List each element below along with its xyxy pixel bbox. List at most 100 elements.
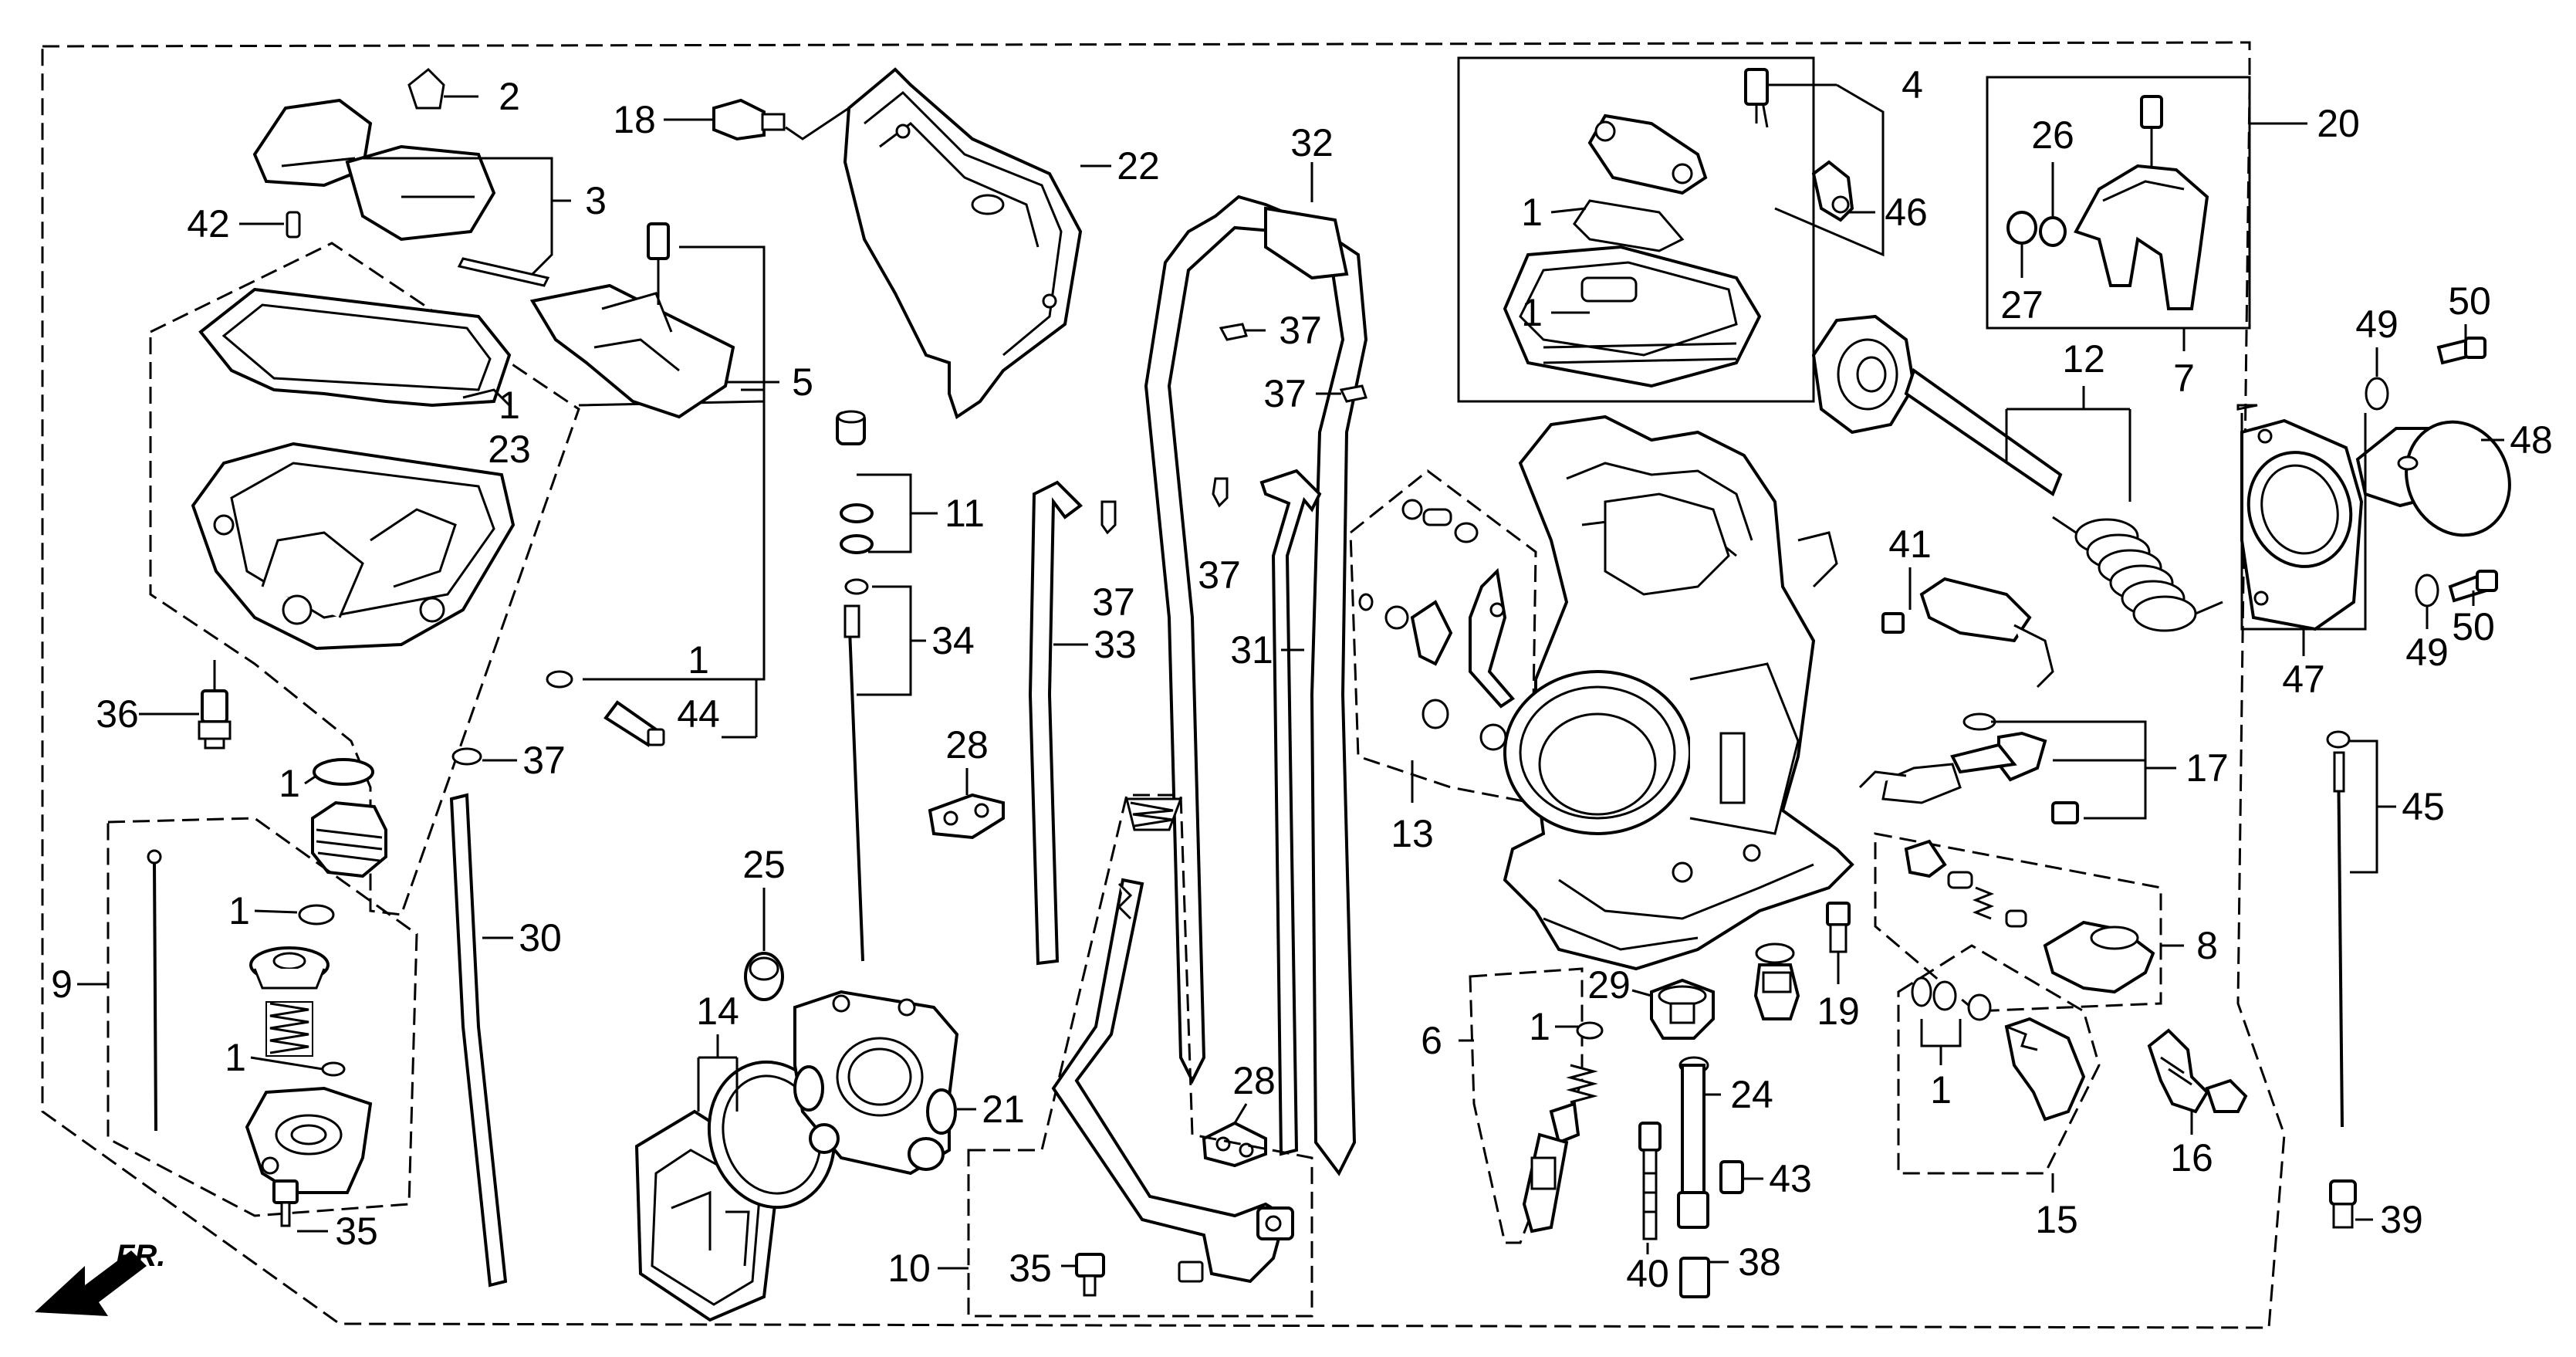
callout-37-upper: 37 [1279,309,1322,352]
clip-37-upper-part [1219,323,1248,341]
tube-32-junction [1264,206,1349,280]
callout-41: 41 [1888,523,1932,566]
tube-33-part [1028,480,1083,966]
pump-oring-top-part [298,904,335,926]
screw-50-lower-part [2448,570,2498,603]
callout-11: 11 [945,492,985,535]
callout-1-plunger: 1 [1529,1005,1550,1048]
pump-screw-35-part [272,1179,299,1227]
leader-18-cover [785,107,850,140]
holder-28-right-part [1202,1121,1267,1168]
screw-35-throttle-part [1075,1253,1105,1297]
callout-50-upper: 50 [2448,279,2491,323]
callout-1-pump-mid: 1 [225,1036,246,1079]
throttle-link-10-part [1051,797,1294,1284]
jet-15-parts [1911,976,2086,1122]
leader-3 [363,157,571,276]
callout-46: 46 [1885,191,1928,234]
callout-18: 18 [613,98,656,141]
callout-1-tps: 1 [1930,1068,1952,1112]
oring-drain-part [313,758,374,786]
bracket-1-15 [1920,1019,1962,1065]
leader-1-pump-top [254,909,298,914]
callout-8: 8 [2196,924,2218,967]
callout-29: 29 [1587,963,1631,1007]
leader-1-23 [462,388,511,407]
callout-43: 43 [1769,1157,1812,1200]
callout-12: 12 [2062,337,2105,381]
clip-37-tube31-part [1212,477,1229,508]
callout-34: 34 [931,619,975,662]
clip-37-mid-part [1100,500,1117,535]
cap-25-part [744,952,784,1001]
bracket-7-parts [2006,95,2209,310]
callout-49-lower: 49 [2405,631,2449,674]
fitting-near-19-part [1753,963,1800,1020]
callout-1-oring-drain: 1 [279,762,300,805]
group-47-boundary [2236,404,2258,411]
holder-21-part [793,990,959,1176]
assembly-boundary [41,41,2286,1329]
throttle-group-boundary [967,794,1313,1318]
callout-25: 25 [742,843,786,886]
callout-32: 32 [1290,121,1334,164]
callout-14: 14 [696,990,739,1033]
bracket-17 [1991,720,2176,820]
callout-45: 45 [2402,785,2445,828]
leader-28-right [1233,1103,1248,1124]
callout-50-lower: 50 [2452,605,2495,648]
callout-28-right: 28 [1232,1059,1276,1102]
tube-30-part [449,793,508,1288]
jet-needle-34-part [843,604,864,962]
leader-1-pump-mid [250,1056,323,1071]
washer-42-part [286,211,301,239]
callout-37-mid: 37 [1092,580,1135,624]
callout-4: 4 [1902,63,1923,107]
callout-5: 5 [792,360,813,404]
callout-28-left: 28 [945,723,989,766]
leader-1-top-upper [1550,207,1587,214]
group-8-boundary [1874,832,2162,1013]
pump-oring-mid-part [321,1061,346,1077]
callout-33: 33 [1094,623,1137,666]
float-chamber-cap-part [252,67,496,242]
tube-24-part [1677,1056,1709,1229]
callout-15: 15 [2035,1198,2078,1241]
valve-16-part [2147,1028,2248,1114]
screw-19-part [1826,902,1851,953]
jet-38-part [1679,1257,1710,1298]
pump-rod-part [153,860,157,1132]
fitting-29-part [1650,978,1715,1040]
callout-9: 9 [51,963,73,1006]
callout-22: 22 [1117,144,1160,188]
plate-5-part [529,222,735,419]
callout-23: 23 [488,428,531,471]
top-plate-4-parts [1503,68,1854,388]
tube-31-part [1259,469,1322,1156]
callout-47: 47 [2282,658,2325,701]
bolt-18-part [712,98,786,141]
callout-38: 38 [1738,1240,1781,1284]
callout-36: 36 [96,692,139,736]
callout-1-44: 1 [688,638,709,682]
throttle-shaft-12-part [1811,314,2063,497]
group-15-boundary [1897,944,2101,1175]
callout-24: 24 [1730,1073,1773,1116]
leader-29 [1631,989,1652,997]
screw-39-part [2329,1179,2357,1229]
pump-nozzle-8-parts [1904,839,2155,994]
return-spring-12-part [2052,516,2223,632]
callout-1-top-upper: 1 [1521,191,1543,234]
washer-19-part [1755,942,1795,964]
linkage-13-parts [1358,499,1515,751]
callout-1-pump-top: 1 [228,889,250,932]
callout-6: 6 [1421,1019,1442,1062]
jet-43-part [1719,1160,1744,1194]
leader-1-oring [304,774,317,785]
top-plate-group-boundary [1457,56,1815,403]
callout-1-top-lower: 1 [1521,291,1543,334]
callout-1-float-gasket: 1 [499,384,520,427]
drain-plug-part [311,800,387,878]
jet-40-part [1638,1122,1662,1240]
callout-40: 40 [1626,1252,1669,1295]
